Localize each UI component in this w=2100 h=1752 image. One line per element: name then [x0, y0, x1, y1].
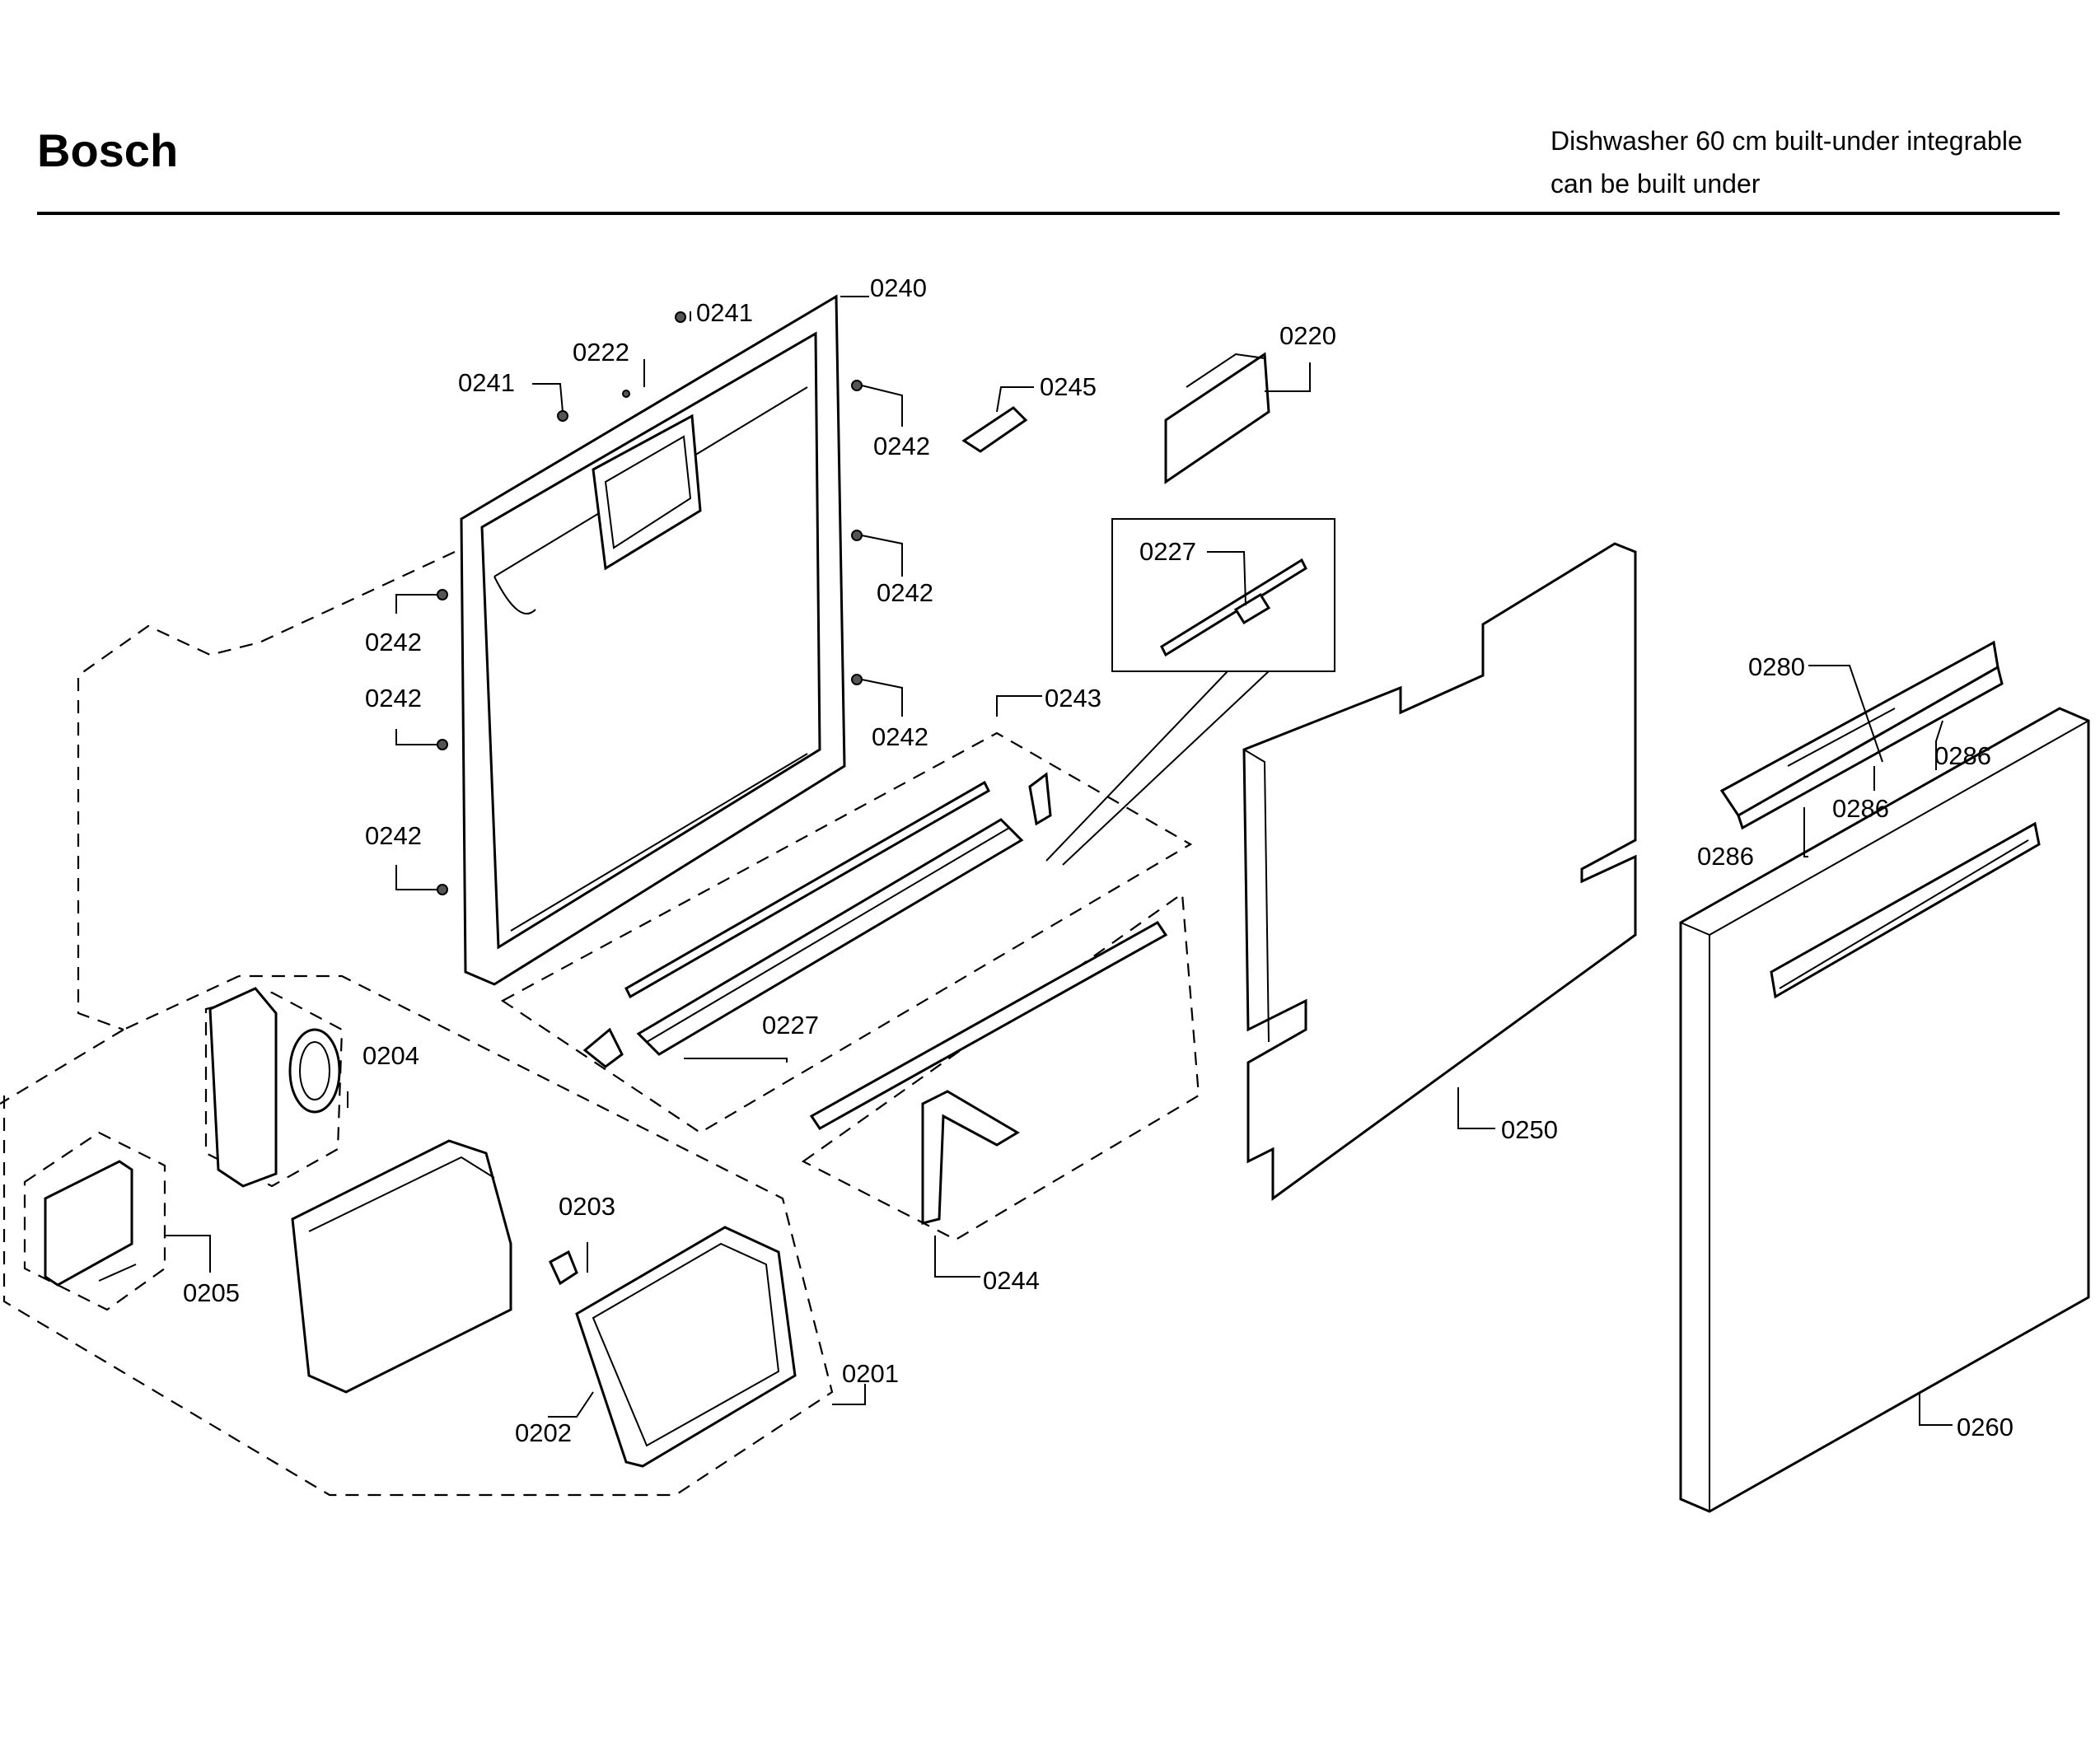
header-rule: [37, 212, 2060, 215]
bottom-rail-0243: [582, 772, 1052, 1068]
callout-0242-right-2: 0242: [877, 578, 933, 607]
module-0201: [291, 1139, 512, 1394]
callout-0286-left: 0286: [1697, 842, 1754, 871]
knob-0203: [549, 1250, 578, 1286]
callout-0243: 0243: [1045, 684, 1101, 712]
front-door-0260: [1679, 707, 2090, 1513]
callout-0286-right: 0286: [1934, 741, 1991, 770]
callout-0286-middle: 0286: [1832, 794, 1889, 823]
callout-0242-left-1: 0242: [365, 628, 422, 656]
callout-0242-left-3: 0242: [365, 821, 422, 850]
callout-0241-left: 0241: [458, 368, 515, 397]
frame-0202: [575, 1226, 797, 1468]
brand-title: Bosch: [37, 124, 179, 176]
callout-0242-right-1: 0242: [873, 432, 930, 460]
callout-0202: 0202: [515, 1418, 572, 1447]
callout-0227-lower: 0227: [762, 1011, 819, 1040]
callout-0250: 0250: [1501, 1115, 1558, 1144]
callout-0227-detail: 0227: [1139, 537, 1196, 566]
panel-0205: [44, 1160, 133, 1287]
ring-0204: [288, 1028, 341, 1114]
insulation-panel-0250: [1242, 542, 1637, 1201]
subtitle-line-2: can be built under: [1550, 169, 1761, 199]
callout-0203: 0203: [559, 1192, 615, 1221]
callout-0280: 0280: [1748, 652, 1805, 681]
callout-0242-left-2: 0242: [365, 684, 422, 712]
hinge-bar-0244: [809, 921, 1168, 1225]
group-outline-main-lower: [0, 551, 834, 1497]
bracket-0204: [208, 987, 278, 1188]
group-outline-0243: [500, 731, 1193, 1134]
callout-0242-right-3: 0242: [872, 722, 928, 751]
clip-0245: [961, 406, 1028, 453]
callout-0241-top: 0241: [696, 298, 753, 327]
callout-0222: 0222: [573, 338, 629, 367]
callout-0205: 0205: [183, 1278, 240, 1307]
callout-0260: 0260: [1957, 1413, 2013, 1441]
document-subtitle: Dishwasher 60 cm built-under integrable …: [1550, 119, 2023, 205]
callout-0204: 0204: [362, 1041, 419, 1070]
leader-lines: [165, 296, 1953, 1426]
group-outline-0205: [23, 1131, 166, 1311]
callout-labels: 0240 0241 0241 0222 0242 0242 0242 0242 …: [183, 273, 2013, 1447]
callout-0245: 0245: [1040, 372, 1097, 401]
callout-0244: 0244: [983, 1266, 1040, 1295]
callout-0240: 0240: [870, 273, 927, 302]
inner-door-frame: [460, 294, 846, 986]
subtitle-line-1: Dishwasher 60 cm built-under integrable: [1550, 126, 2023, 156]
detail-box-0227: [1111, 518, 1335, 672]
callout-0220: 0220: [1279, 321, 1336, 350]
cover-0220: [1164, 352, 1270, 484]
group-outline-0244: [801, 891, 1200, 1241]
group-outline-0204: [204, 991, 344, 1188]
callout-0201: 0201: [842, 1359, 899, 1388]
